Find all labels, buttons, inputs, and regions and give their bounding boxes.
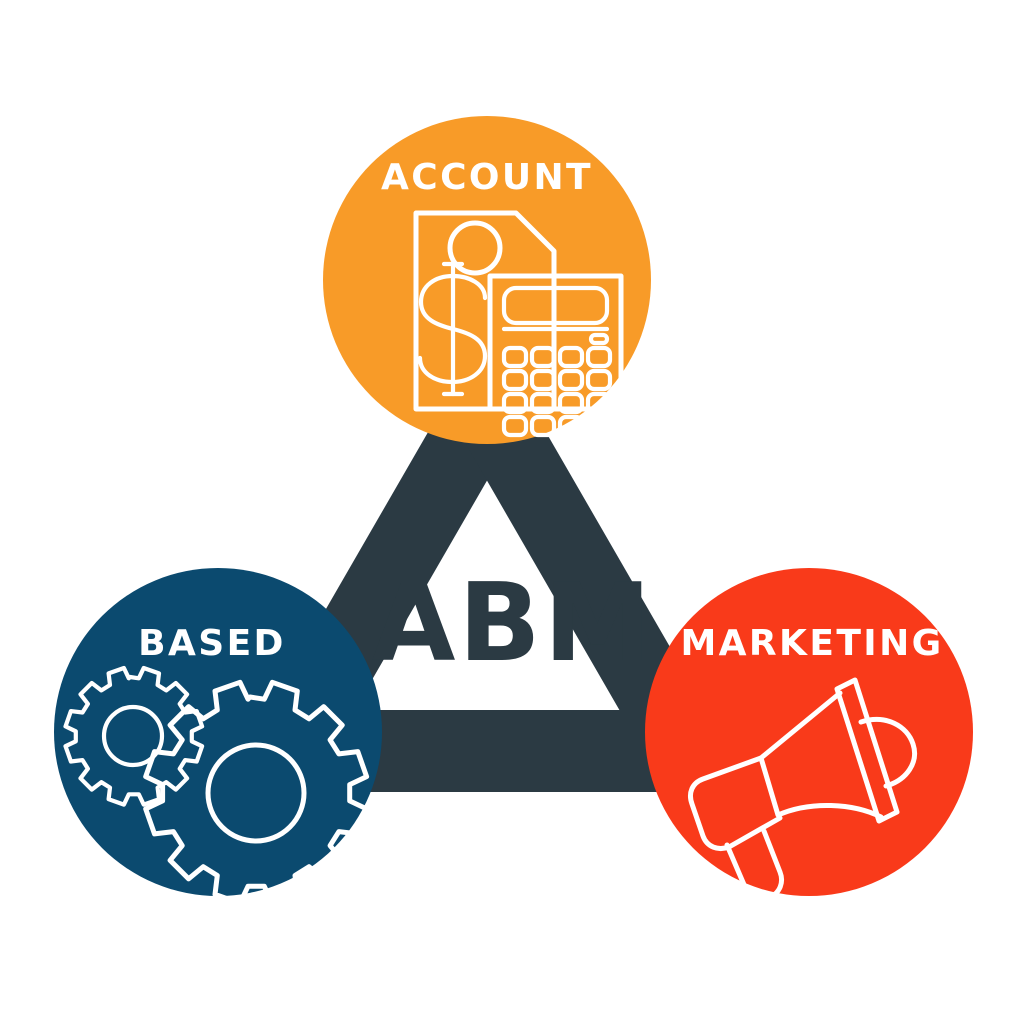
gears-icon — [63, 665, 370, 906]
node-marketing[interactable]: MARKETING — [645, 568, 973, 902]
center-acronym: ABM — [372, 561, 654, 686]
megaphone-icon — [687, 677, 917, 902]
account-label: ACCOUNT — [381, 157, 593, 198]
node-account[interactable]: ACCOUNT — [323, 116, 651, 444]
account-circle[interactable] — [323, 116, 651, 444]
node-based[interactable]: BASED — [54, 568, 382, 906]
marketing-label: MARKETING — [680, 623, 943, 664]
based-label: BASED — [138, 623, 286, 664]
price-tag-calculator-icon — [413, 210, 624, 438]
marketing-circle[interactable] — [645, 568, 973, 896]
